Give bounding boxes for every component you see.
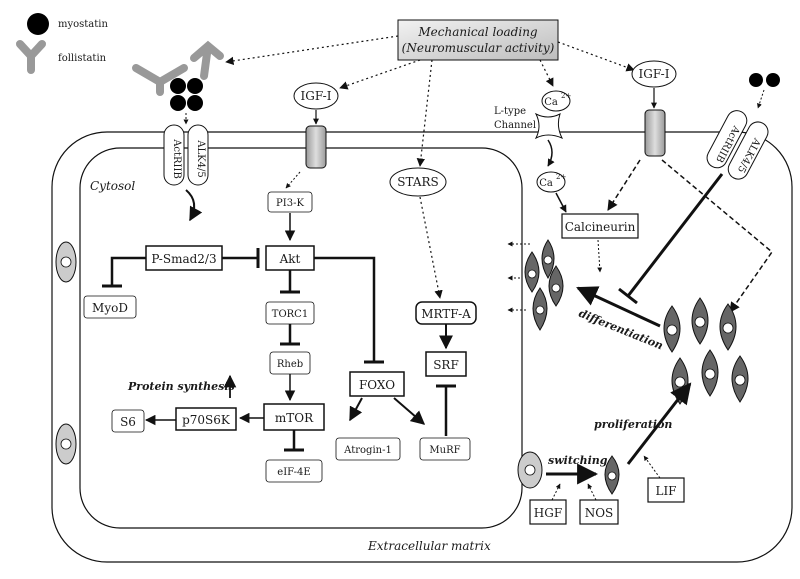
myostatin-icon	[170, 78, 186, 94]
ecm-label: Extracellular matrix	[367, 539, 491, 553]
mechanical-loading-subtitle: (Neuromuscular activity)	[402, 41, 555, 55]
murf-node	[419, 437, 471, 461]
mtor-label: mTOR	[275, 411, 314, 425]
akt-label: Akt	[279, 252, 301, 266]
muscle-fiber-outline	[51, 131, 793, 563]
lif-node	[647, 477, 685, 503]
foxo-node	[349, 371, 405, 397]
ltype-channel-icon	[534, 112, 564, 140]
torc1-label: TORC1	[272, 309, 308, 320]
protein-synthesis-label: Protein synthesis	[127, 380, 235, 393]
follistatin-left-icon	[132, 64, 188, 96]
cytosol-outline	[79, 147, 523, 529]
calcium-node-top	[541, 90, 571, 112]
follistatin-icon	[16, 40, 46, 74]
nos-node	[579, 499, 619, 525]
igf1-right-receptor	[644, 109, 666, 157]
eif4e-label: eIF-4E	[277, 467, 310, 478]
actriib-receptor-right	[706, 110, 748, 169]
mechanical-loading-box	[397, 19, 559, 61]
myostatin-icon	[749, 73, 763, 87]
foxo-label: FOXO	[359, 378, 395, 392]
psmad-node	[145, 245, 223, 271]
murf-label: MuRF	[429, 445, 460, 456]
actriib-label-left: ActRIIB	[171, 138, 182, 179]
calcineurin-label: Calcineurin	[565, 220, 636, 234]
ltype-channel-label-1: L-type	[494, 106, 526, 117]
srf-label: SRF	[433, 358, 459, 372]
stars-label: STARS	[397, 175, 439, 189]
legend-follistatin: follistatin	[58, 53, 107, 64]
follistatin-right-icon	[190, 40, 224, 80]
s6-label: S6	[120, 415, 136, 429]
atrogin-label: Atrogin-1	[343, 445, 392, 456]
p70s6k-node	[175, 407, 237, 431]
myostatin-icon	[766, 73, 780, 87]
atrogin-node	[335, 437, 401, 461]
alk45-label-left: ALK4/5	[195, 139, 206, 177]
rheb-label: Rheb	[277, 359, 303, 370]
hgf-label: HGF	[534, 506, 562, 520]
psmad-label: P-Smad2/3	[151, 252, 216, 266]
s6-node	[111, 409, 145, 433]
nos-label: NOS	[585, 506, 614, 520]
calcium-top-label: Ca	[544, 97, 558, 108]
p70s6k-label: p70S6K	[182, 413, 231, 427]
legend-myostatin: myostatin	[58, 19, 108, 30]
myod-label: MyoD	[92, 301, 128, 315]
myostatin-icon	[170, 95, 186, 111]
srf-node	[425, 351, 467, 377]
actriib-receptor-left	[163, 124, 185, 186]
calcium-bottom-charge: 2+	[556, 173, 566, 181]
myod-node	[83, 295, 137, 319]
cytosol-label: Cytosol	[90, 179, 135, 193]
alk45-receptor-right	[727, 121, 769, 180]
igf1-left-node	[293, 82, 339, 110]
myostatin-icon	[27, 13, 49, 35]
myostatin-icon	[187, 78, 203, 94]
alk45-receptor-left	[187, 124, 209, 186]
switching-label: switching	[548, 454, 608, 467]
igf1-left-label: IGF-I	[301, 89, 332, 103]
igf1-right-label: IGF-I	[639, 67, 670, 81]
mechanical-loading-title: Mechanical loading	[417, 25, 538, 39]
lif-label: LIF	[655, 484, 676, 498]
igf1-left-receptor	[305, 125, 327, 169]
calcineurin-node	[561, 213, 639, 239]
myostatin-icon	[187, 95, 203, 111]
mrtfa-label: MRTF-A	[421, 307, 471, 321]
calcium-top-charge: 2+	[561, 92, 571, 100]
proliferation-label: proliferation	[594, 418, 672, 431]
pi3k-node	[267, 191, 313, 213]
stars-node	[389, 167, 447, 197]
pi3k-label: PI3-K	[276, 198, 304, 209]
differentiation-label: differentiation	[577, 307, 665, 353]
eif4e-node	[265, 459, 323, 483]
calcium-node-bottom	[536, 171, 566, 193]
igf1-right-node	[631, 60, 677, 88]
calcium-bottom-label: Ca	[539, 178, 553, 189]
ltype-channel-label-2: Channel	[494, 120, 536, 131]
hgf-node	[529, 499, 567, 525]
